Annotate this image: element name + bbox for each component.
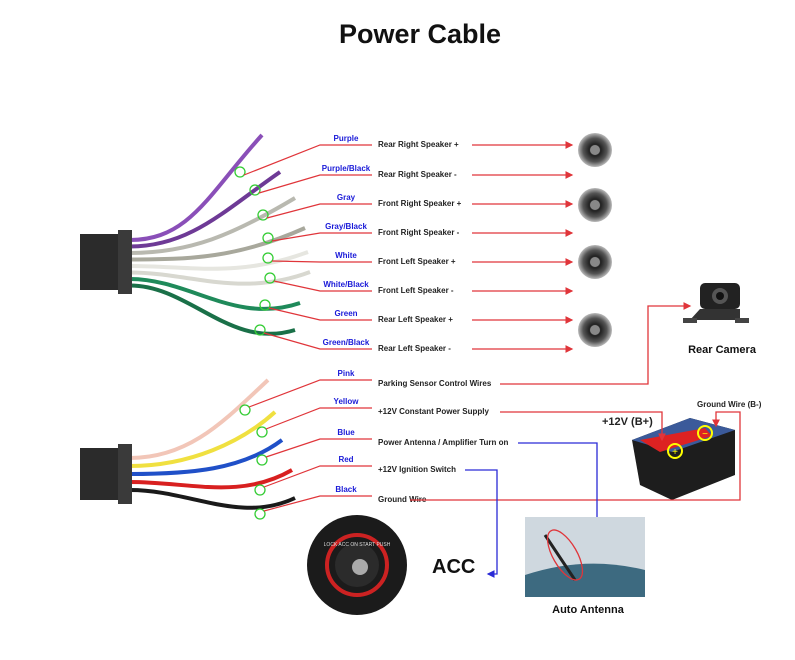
speaker-wire	[129, 226, 306, 262]
wire-marker	[254, 508, 266, 520]
wire-color-label: White/Black	[323, 280, 369, 289]
wire-color-label: Gray	[337, 193, 356, 202]
ignition-switch-image: LOCK ACC ON START PUSH	[307, 515, 407, 615]
wire-marker	[254, 324, 266, 336]
wire-color-label: Yellow	[334, 397, 360, 406]
wire-color-label: Purple	[334, 134, 359, 143]
wire-marker	[264, 272, 276, 284]
wire-color-label: Green	[334, 309, 357, 318]
wire-function-label: Front Right Speaker -	[378, 228, 460, 237]
power-wire	[129, 468, 293, 490]
power-wire	[129, 438, 284, 476]
wire-marker	[257, 209, 269, 221]
wire-function-label: Parking Sensor Control Wires	[378, 379, 492, 388]
wire-marker	[259, 299, 271, 311]
battery-positive-label: +12V (B+)	[602, 416, 653, 428]
speaker-wire	[129, 277, 301, 311]
wire-color-label: Pink	[338, 369, 355, 378]
wire-marker	[256, 454, 268, 466]
rear-camera-label: Rear Camera	[688, 344, 757, 356]
wire-color-label: Red	[338, 455, 353, 464]
wire-function-label: Rear Right Speaker -	[378, 170, 457, 179]
wire-color-label: White	[335, 251, 357, 260]
ground-wire-label: Ground Wire (B-)	[697, 400, 762, 409]
power-wire	[129, 488, 296, 510]
wire-function-label: Ground Wire	[378, 495, 427, 504]
svg-text:−: −	[702, 429, 708, 440]
speaker-wire	[129, 170, 282, 249]
ignition-lettering: LOCK ACC ON START PUSH	[324, 542, 391, 548]
wire-function-label: Rear Left Speaker +	[378, 315, 453, 324]
wire-function-label: Rear Right Speaker +	[378, 140, 459, 149]
wire-function-label: Front Left Speaker +	[378, 257, 456, 266]
speaker-wire	[129, 133, 264, 242]
page-title: Power Cable	[339, 19, 501, 49]
top-connector	[80, 230, 132, 294]
wire-function-label: Rear Left Speaker -	[378, 344, 451, 353]
wire-marker	[256, 426, 268, 438]
bottom-connector	[80, 444, 132, 504]
wire-function-label: Front Left Speaker -	[378, 286, 454, 295]
speaker-icon	[578, 133, 612, 167]
wire-color-label: Purple/Black	[322, 164, 371, 173]
speaker-icon	[578, 313, 612, 347]
wire-color-label: Blue	[337, 428, 355, 437]
rear-camera-icon	[683, 283, 749, 323]
power-wire	[129, 410, 277, 468]
wire-function-label: Front Right Speaker +	[378, 199, 462, 208]
auto-antenna-label: Auto Antenna	[552, 604, 625, 616]
acc-label: ACC	[432, 556, 475, 578]
wire-marker	[239, 404, 251, 416]
speaker-icon	[578, 245, 612, 279]
wire-color-label: Green/Black	[323, 338, 370, 347]
speaker-wire	[129, 270, 311, 286]
wire-function-label: +12V Constant Power Supply	[378, 407, 489, 416]
wire-color-label: Black	[335, 485, 357, 494]
wire-marker	[249, 184, 261, 196]
wire-function-label: +12V Ignition Switch	[378, 465, 456, 474]
wire-marker	[262, 232, 274, 244]
wire-color-label: Gray/Black	[325, 222, 367, 231]
speaker-wire	[129, 283, 296, 336]
speaker-wire	[129, 196, 297, 255]
wire-marker	[254, 484, 266, 496]
speaker-icon	[578, 188, 612, 222]
svg-text:+: +	[672, 447, 678, 458]
wire-marker	[262, 252, 274, 264]
wire-marker	[234, 166, 246, 178]
speaker-wire	[129, 250, 309, 271]
wire-function-label: Power Antenna / Amplifier Turn on	[378, 438, 508, 447]
power-wire	[129, 378, 270, 460]
battery-icon: + −	[632, 418, 735, 500]
auto-antenna-image	[525, 517, 645, 597]
